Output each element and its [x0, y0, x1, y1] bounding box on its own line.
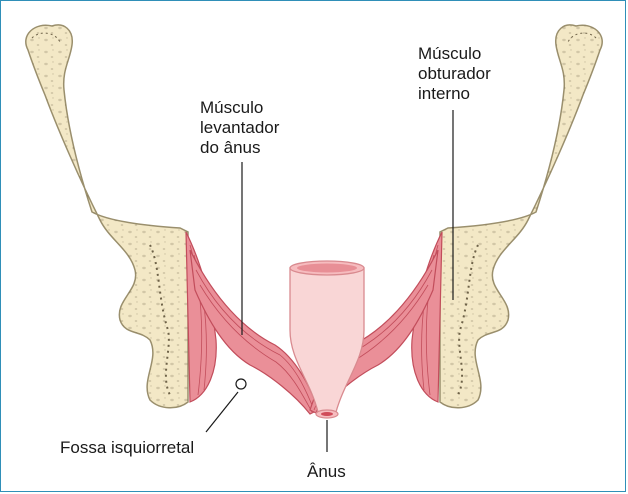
levator-ani-label: Músculo levantador do ânus	[200, 98, 279, 158]
obturator-internus-label-line-3: interno	[418, 84, 491, 104]
levator-ani-label-line-3: do ânus	[200, 138, 279, 158]
anus-label: Ânus	[307, 462, 346, 482]
left-hip-bone	[26, 25, 188, 408]
levator-ani-label-line-1: Músculo	[200, 98, 279, 118]
obturator-internus-label: Músculo obturador interno	[418, 44, 491, 104]
ischiorectal-fossa-marker	[236, 379, 246, 389]
ischiorectal-fossa-leader-line	[206, 392, 238, 432]
obturator-internus-label-line-1: Músculo	[418, 44, 491, 64]
ischiorectal-fossa-label: Fossa isquiorretal	[60, 438, 194, 458]
levator-ani-label-line-2: levantador	[200, 118, 279, 138]
obturator-internus-label-line-2: obturador	[418, 64, 491, 84]
